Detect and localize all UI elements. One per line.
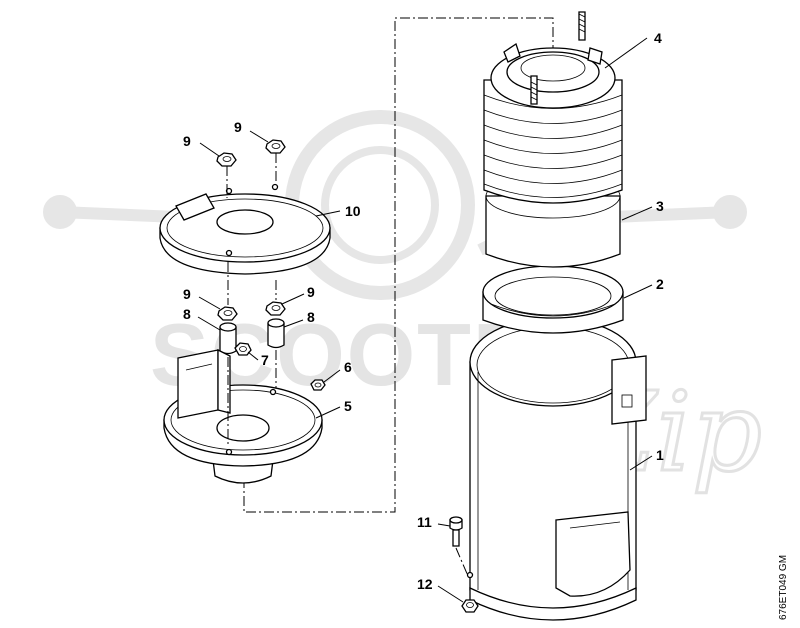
reference-code: 676ET049 GM [778,554,789,620]
part-10-cover [159,183,331,275]
callout-8-left: 8 [183,306,191,322]
part-9-nut-top-right [265,139,286,154]
part-12-nut [461,580,479,613]
watermark: SCOOTER Zip [43,110,764,498]
callout-9-mid-right: 9 [307,284,315,300]
callout-4: 4 [654,30,662,46]
callout-9-top-left: 9 [183,133,191,149]
callout-9-top-right: 9 [234,119,242,135]
part-4-pleated-filter [483,11,623,204]
part-8-sleeve-right [267,318,285,349]
part-2-ring [482,265,624,334]
assembly-dash-line [243,17,554,513]
callout-1: 1 [656,447,664,463]
callout-6: 6 [344,359,352,375]
part-11-bolt [449,516,469,577]
part-6-nut [310,379,326,391]
assembly-center-lines [226,153,277,445]
callout-3: 3 [656,198,664,214]
callout-labels: 9 9 10 9 9 8 8 7 6 5 4 3 2 1 11 12 [183,30,664,592]
callout-2: 2 [656,276,664,292]
part-3-filter-sleeve [485,173,621,268]
callout-8-right: 8 [307,309,315,325]
part-5-base-plate [163,348,323,484]
part-9-nut-top-left [216,152,237,167]
part-8-sleeve-left [219,322,237,355]
part-9-nut-mid-right [265,301,286,316]
part-7-nut [234,342,252,356]
part-9-nut-mid-left [217,306,238,321]
callout-7: 7 [261,352,269,368]
callout-9-mid-left: 9 [183,286,191,302]
part-1-housing [466,317,647,621]
leader-lines [197,37,653,603]
callout-12: 12 [417,576,433,592]
callout-11: 11 [417,514,432,530]
callout-5: 5 [344,398,352,414]
callout-10: 10 [345,203,361,219]
